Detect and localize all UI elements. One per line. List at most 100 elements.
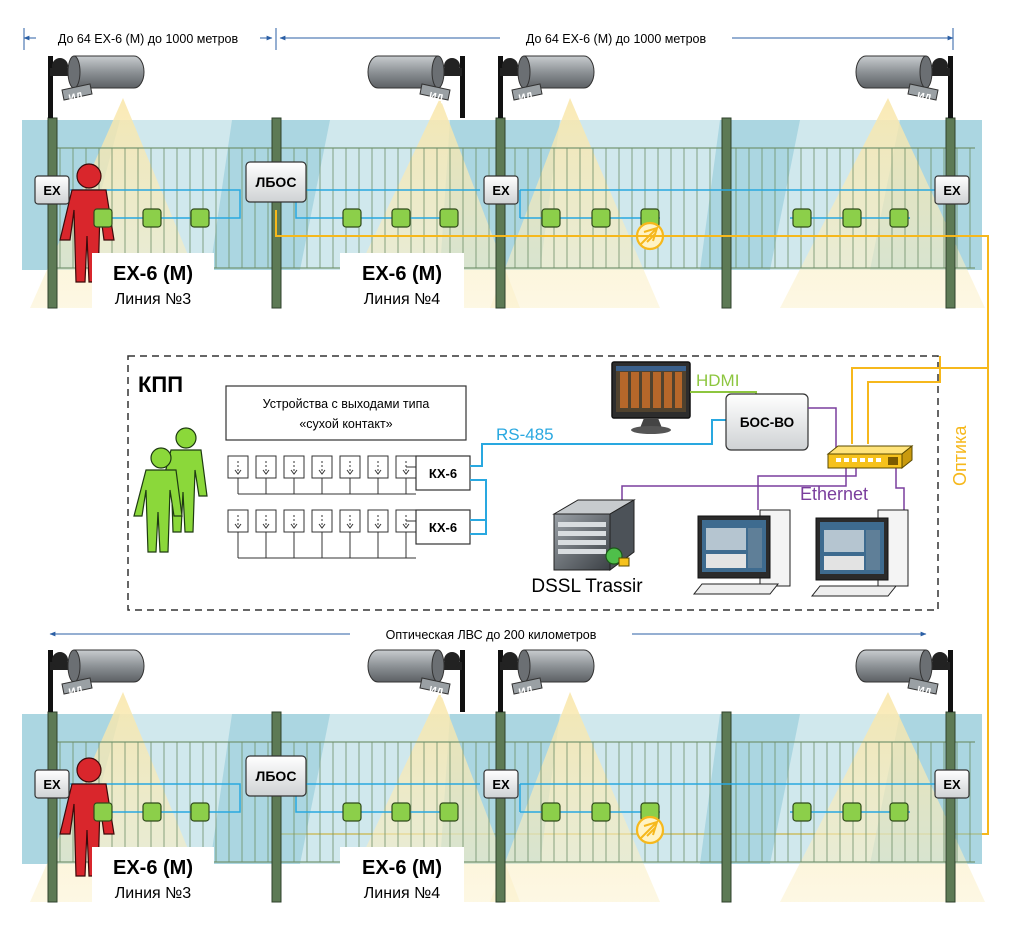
ethernet-label: Ethernet (800, 484, 868, 504)
svg-text:Линия №3: Линия №3 (115, 291, 191, 308)
server-icon (552, 499, 636, 571)
line3-label: ЕХ-6 (М) Линия №3 (92, 847, 214, 907)
relay-icon (311, 455, 333, 494)
sensor-node (142, 208, 162, 228)
devices-label-1: Устройства с выходами типа (263, 397, 430, 411)
relay-icon (227, 509, 249, 558)
rs485-label: RS-485 (496, 425, 554, 444)
sensor-node (889, 802, 909, 822)
ex-box: ЕХ (483, 769, 519, 799)
svg-text:ЕХ-6 (М): ЕХ-6 (М) (113, 857, 193, 879)
svg-text:ЕХ-6 (М): ЕХ-6 (М) (362, 857, 442, 879)
ex-box: ЕХ (934, 769, 970, 799)
id-label: ИД (68, 685, 84, 699)
id-label: ИД (428, 685, 444, 699)
relay-icon (283, 455, 305, 494)
kpp-title: КПП (138, 372, 183, 397)
sensor-node (93, 208, 113, 228)
sensor-node (591, 208, 611, 228)
sensor-node (842, 208, 862, 228)
relay-icon (255, 509, 277, 558)
ex-box: ЕХ (34, 175, 70, 205)
svg-text:ЕХ-6 (М): ЕХ-6 (М) (362, 263, 442, 285)
bos-vo-box: БОС-ВО (725, 393, 809, 451)
relay-row-2 (227, 509, 417, 559)
relay-icon (367, 509, 389, 558)
svg-text:ЛБОС: ЛБОС (256, 768, 297, 784)
bottom-dim-label: Оптическая ЛВС до 200 километров (386, 628, 597, 642)
line4-label: ЕХ-6 (М) Линия №4 (340, 253, 464, 313)
kx6-box-2: КХ-6 (415, 509, 471, 545)
camera-icon: ИД (48, 649, 145, 712)
relay-icon (367, 455, 389, 494)
line4-label: ЕХ-6 (М) Линия №4 (340, 847, 464, 907)
monitor-icon (611, 361, 691, 434)
computer-icon (810, 509, 909, 597)
svg-text:Линия №3: Линия №3 (115, 885, 191, 902)
relay-icon (395, 455, 417, 494)
svg-text:ЕХ: ЕХ (943, 777, 961, 792)
svg-text:ЛБОС: ЛБОС (256, 174, 297, 190)
sensor-node (342, 208, 362, 228)
converter-icon (635, 815, 665, 845)
kx6-label-1: КХ-6 (429, 466, 457, 481)
kpp-zone: КПП Устройства с выходами типа «сухой ко… (127, 355, 939, 611)
svg-text:ЕХ: ЕХ (43, 183, 61, 198)
sensor-node (190, 208, 210, 228)
sensor-node (541, 208, 561, 228)
rs485-lines (470, 419, 728, 535)
relay-icon (339, 509, 361, 558)
sensor-node (541, 802, 561, 822)
line3-label: ЕХ-6 (М) Линия №3 (92, 253, 214, 313)
camera-icon: ИД (855, 55, 953, 118)
devices-label-2: «сухой контакт» (299, 417, 392, 431)
sensor-node (391, 802, 411, 822)
kx6-label-2: КХ-6 (429, 520, 457, 535)
id-label: ИД (518, 91, 534, 105)
lbos-box: ЛБОС (245, 755, 307, 797)
sensor-node (792, 208, 812, 228)
relay-row-1 (227, 455, 417, 495)
camera-icon: ИД (498, 55, 595, 118)
id-label: ИД (916, 685, 932, 699)
sensor-node (142, 802, 162, 822)
sensor-node (591, 802, 611, 822)
camera-icon: ИД (48, 55, 145, 118)
sensor-node (439, 802, 459, 822)
svg-text:ЕХ: ЕХ (943, 183, 961, 198)
id-label: ИД (428, 91, 444, 105)
svg-text:ЕХ: ЕХ (43, 777, 61, 792)
relay-icon (339, 455, 361, 494)
relay-icon (311, 509, 333, 558)
top-dimension-right: До 64 ЕХ-6 (М) до 1000 метров (275, 28, 954, 50)
person-icon (133, 447, 183, 553)
camera-icon: ИД (367, 55, 465, 118)
id-label: ИД (68, 91, 84, 105)
relay-icon (255, 455, 277, 494)
sensor-node (342, 802, 362, 822)
svg-text:Линия №4: Линия №4 (364, 291, 440, 308)
svg-text:ЕХ: ЕХ (492, 183, 510, 198)
relay-icon (395, 509, 417, 558)
ex-box: ЕХ (483, 175, 519, 205)
sensor-node (93, 802, 113, 822)
top-dim-right-label: До 64 ЕХ-6 (М) до 1000 метров (526, 32, 707, 46)
sensor-node (439, 208, 459, 228)
sensor-node (391, 208, 411, 228)
bottom-dimension: Оптическая ЛВС до 200 километров (49, 626, 927, 642)
id-label: ИД (916, 91, 932, 105)
sensor-node (792, 802, 812, 822)
svg-text:Линия №4: Линия №4 (364, 885, 440, 902)
bos-vo-label: БОС-ВО (740, 415, 794, 430)
switch-icon (826, 444, 914, 470)
sensor-node (190, 802, 210, 822)
ethernet-lines (621, 407, 905, 510)
camera-icon: ИД (855, 649, 953, 712)
hdmi-label: HDMI (696, 371, 739, 390)
ex-box: ЕХ (934, 175, 970, 205)
svg-text:ЕХ-6 (М): ЕХ-6 (М) (113, 263, 193, 285)
